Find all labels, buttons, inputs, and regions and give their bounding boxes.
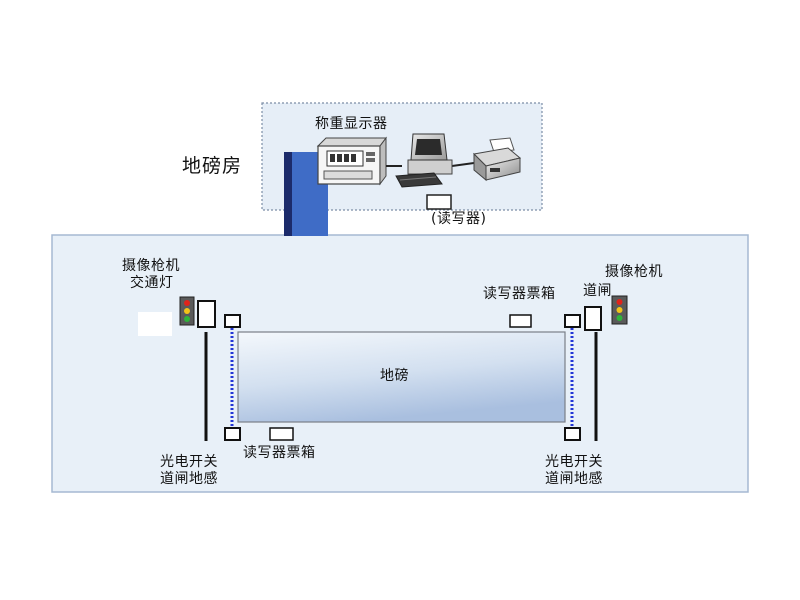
left-photo-switch-label: 光电开关 <box>160 454 218 470</box>
bottom-reader-ticket-box-label: 读写器票箱 <box>243 445 316 461</box>
white-label-patch <box>138 312 172 336</box>
left-camera-label: 摄像枪机 <box>122 258 180 274</box>
room-reader-label: (读写器) <box>431 211 487 227</box>
card-reader-icon <box>426 194 452 210</box>
right-camera-label: 摄像枪机 <box>605 264 663 280</box>
left-traffic-light-icon <box>179 296 195 326</box>
right-gate-label: 道闸 <box>583 283 612 299</box>
scale-platform <box>237 331 566 423</box>
cable-conduit <box>284 152 328 236</box>
left-ground-sensor-label: 道闸地感 <box>160 471 218 487</box>
left-traffic-light-label: 交通灯 <box>130 275 174 291</box>
top-reader-ticket-box-icon <box>509 314 532 328</box>
scale-label: 地磅 <box>380 368 409 384</box>
computer-icon <box>395 133 453 188</box>
top-reader-ticket-box-label: 读写器票箱 <box>483 286 556 302</box>
right-traffic-light-icon <box>611 295 628 325</box>
left-bottom-photoelectric-sensor-icon <box>224 427 241 441</box>
right-camera-icon <box>584 306 602 331</box>
weighing-display-icon <box>316 136 387 186</box>
weighing-display-label: 称重显示器 <box>315 116 388 132</box>
computer-to-printer-cable <box>451 162 475 167</box>
printer-icon <box>472 137 522 182</box>
right-ground-sensor-label: 道闸地感 <box>545 471 603 487</box>
left-top-photoelectric-sensor-icon <box>224 314 241 328</box>
left-camera-icon <box>197 300 216 328</box>
bottom-reader-ticket-box-icon <box>269 427 294 441</box>
right-top-photoelectric-sensor-icon <box>564 314 581 328</box>
right-bottom-photoelectric-sensor-icon <box>564 427 581 441</box>
weighbridge-room-title: 地磅房 <box>182 155 243 177</box>
right-photo-switch-label: 光电开关 <box>545 454 603 470</box>
